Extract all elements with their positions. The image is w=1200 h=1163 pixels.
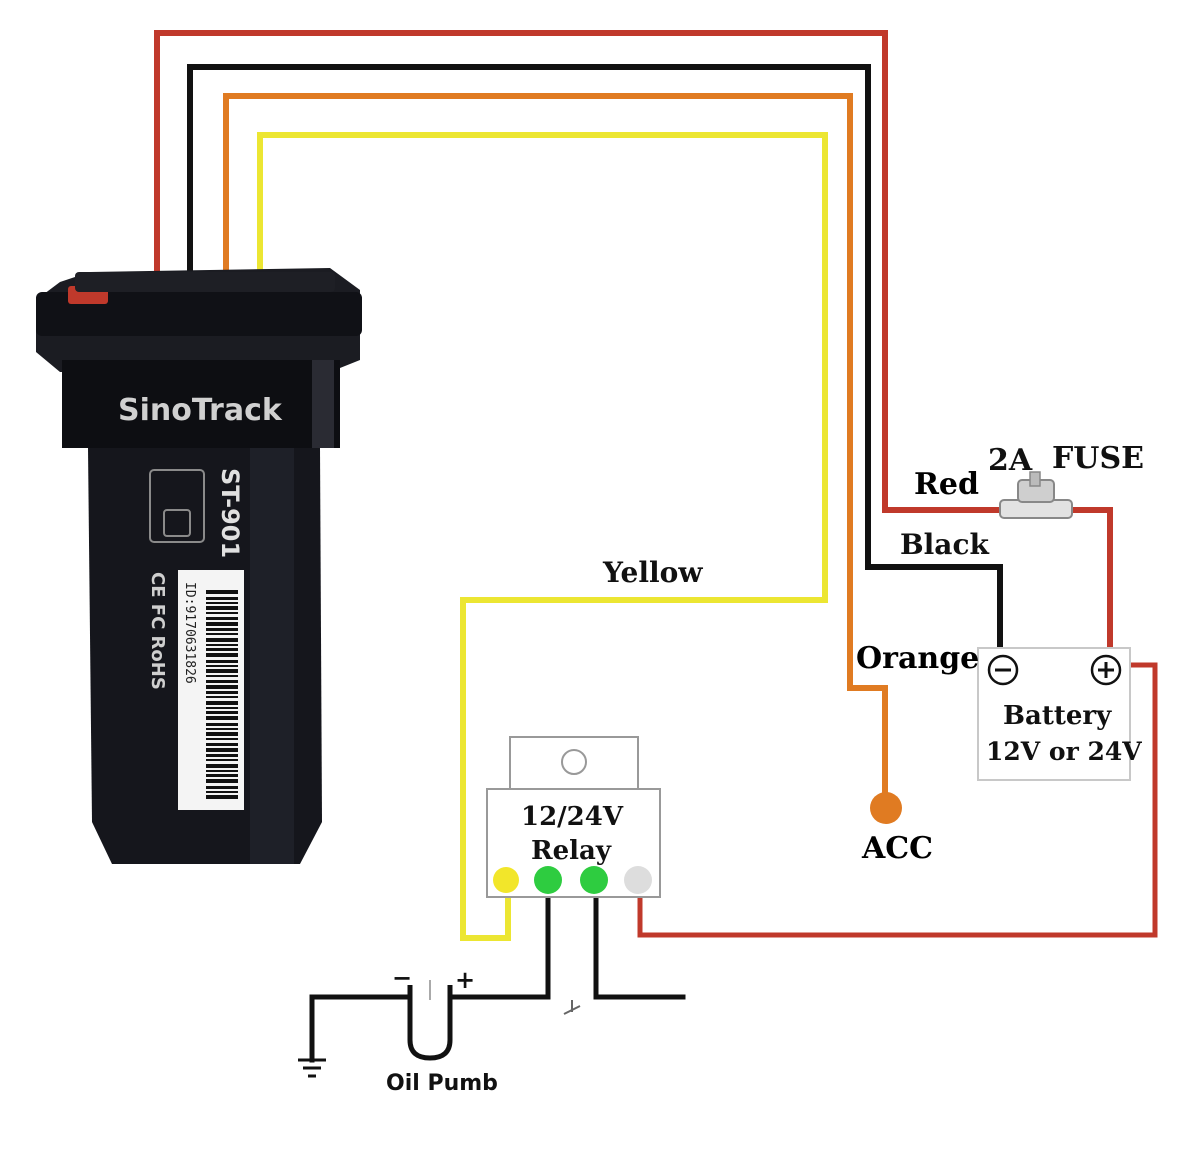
yellow-wire-label: Yellow	[602, 556, 703, 589]
barcode-bar	[206, 669, 238, 673]
fuse-label: FUSE	[1052, 441, 1144, 476]
barcode-bar	[206, 638, 238, 642]
switch-icon	[563, 1000, 581, 1015]
barcode-bar	[206, 795, 238, 799]
barcode-bar	[206, 701, 238, 705]
barcode-bar	[206, 660, 238, 663]
pump-wire-left	[309, 882, 551, 1063]
certification-marks: CE FC RoHS	[147, 572, 168, 690]
pump-plus-sign: +	[455, 965, 475, 994]
battery-voltage-label: 12V or 24V	[986, 737, 1142, 766]
barcode-bar	[206, 617, 238, 620]
pump-minus-sign: −	[392, 963, 412, 992]
barcode-bar	[206, 748, 238, 752]
device-model: ST-901	[216, 468, 244, 558]
barcode-bar	[206, 759, 238, 761]
relay-pin-grey	[624, 866, 652, 894]
fuse-rating-label: 2A	[988, 443, 1033, 478]
barcode-bar	[206, 774, 238, 777]
barcode-bar	[206, 779, 238, 783]
barcode-bar	[206, 754, 238, 757]
barcode-icon	[206, 590, 238, 799]
barcode-bar	[206, 716, 238, 720]
device-id: ID:9170631826	[182, 582, 197, 684]
fuse: 2A FUSE	[988, 441, 1144, 519]
barcode-bar	[206, 738, 238, 740]
orange-wire-label: Orange	[856, 641, 979, 676]
barcode-bar	[206, 707, 238, 709]
relay-pin-yellow	[493, 867, 519, 893]
barcode-bar	[206, 590, 238, 594]
gps-tracker-device: SinoTrack ST-901 ID:9170631826 CE FC RoH…	[36, 268, 362, 864]
barcode-bar	[206, 665, 238, 667]
barcode-bar	[206, 675, 238, 677]
barcode-bar	[206, 764, 238, 768]
barcode-bar	[206, 732, 238, 736]
red-wire-label: Red	[914, 467, 979, 502]
relay-label: Relay	[531, 836, 612, 866]
barcode-bar	[206, 728, 238, 730]
device-brand: SinoTrack	[118, 393, 283, 428]
barcode-bar	[206, 691, 238, 694]
barcode-bar	[206, 648, 238, 651]
barcode-bar	[206, 653, 238, 657]
orange-wire	[223, 93, 888, 798]
barcode-bar	[206, 612, 238, 614]
barcode-bar	[206, 711, 238, 714]
relay-power-wire	[637, 662, 1158, 938]
barcode-bar	[206, 696, 238, 698]
barcode-bar	[206, 791, 238, 793]
oil-pump-tube-icon	[407, 985, 453, 1061]
barcode-bar	[206, 770, 238, 772]
pump-wire-right	[593, 882, 686, 1000]
barcode-bar	[206, 633, 238, 635]
battery-label: Battery	[1003, 701, 1112, 731]
barcode-bar	[206, 622, 238, 626]
acc-terminal-icon	[870, 792, 902, 824]
barcode-bar	[206, 685, 238, 689]
barcode-bar	[206, 628, 238, 631]
oil-pump: − + Oil Pumb	[386, 963, 498, 1096]
relay-pin-green-2	[580, 866, 608, 894]
sim-card-icon	[149, 469, 205, 543]
barcode-bar	[206, 602, 238, 604]
barcode-bar	[206, 680, 238, 683]
red-wire	[154, 30, 1113, 653]
barcode-bar	[206, 644, 238, 646]
barcode-bar	[206, 597, 238, 600]
barcode-bar	[206, 786, 238, 789]
relay-pin-green-1	[534, 866, 562, 894]
black-wire	[187, 64, 1003, 653]
wires	[154, 30, 1158, 1063]
barcode-bar	[206, 743, 238, 746]
battery: Battery 12V or 24V	[977, 647, 1142, 781]
relay-mount-hole-icon	[561, 749, 587, 775]
acc-label: ACC	[861, 831, 933, 866]
yellow-wire	[257, 132, 828, 941]
acc-terminal: ACC	[861, 792, 933, 866]
black-wire-label: Black	[900, 528, 989, 561]
oil-pump-label: Oil Pumb	[386, 1071, 498, 1096]
relay-voltage-label: 12/24V	[521, 802, 624, 832]
barcode-bar	[206, 606, 238, 610]
barcode-bar	[206, 723, 238, 726]
relay: 12/24V Relay	[486, 736, 661, 898]
ground-icon	[298, 1058, 326, 1078]
